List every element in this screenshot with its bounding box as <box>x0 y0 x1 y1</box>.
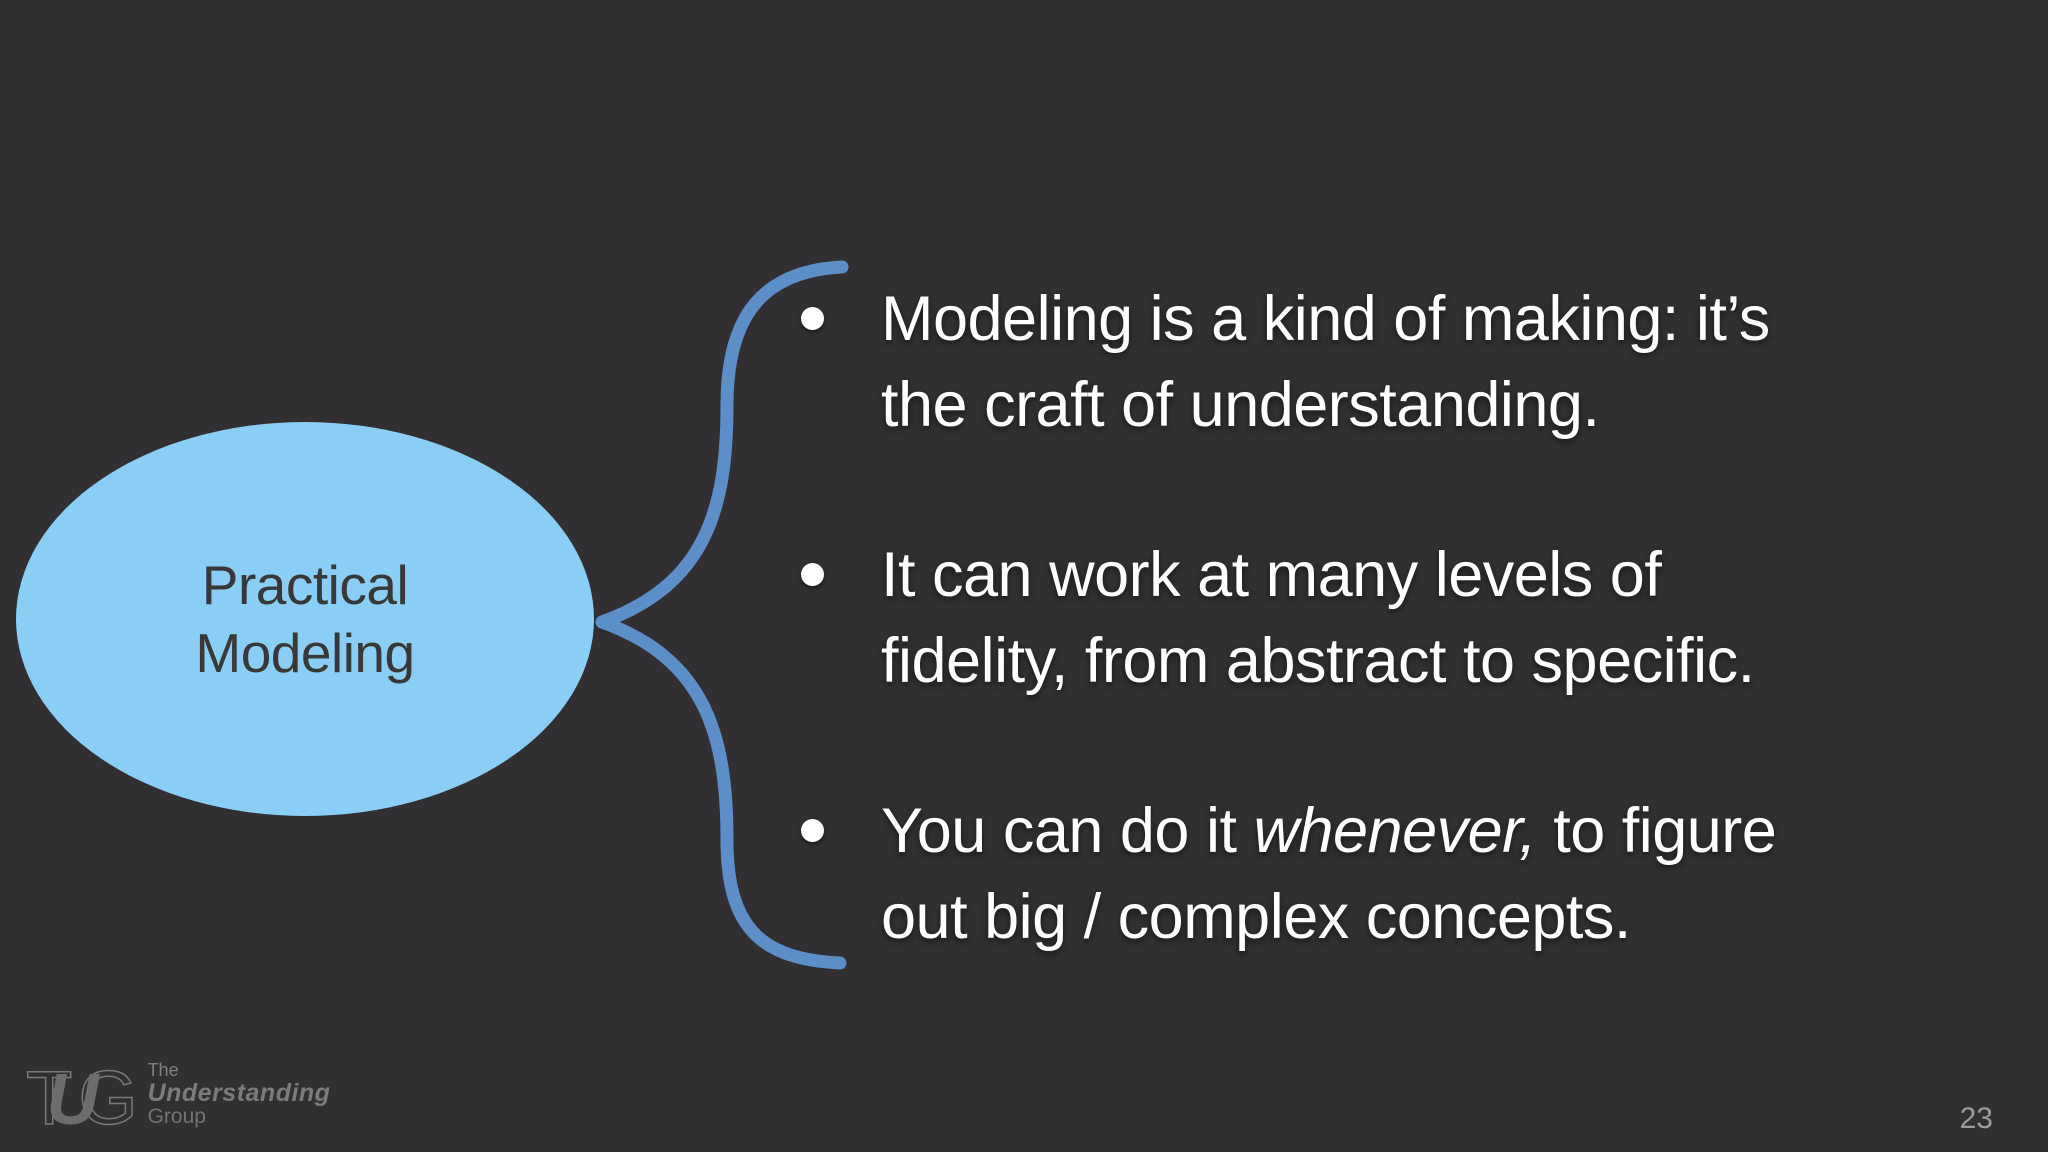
curly-brace-icon <box>595 260 849 970</box>
bubble-label-line-2: Modeling <box>195 622 415 684</box>
bullet-text-line: It can work at many levels of <box>881 540 1662 610</box>
tug-logo: T U G The Understanding Group <box>25 1055 331 1141</box>
bullet-list: Modeling is a kind of making: it’s the c… <box>801 276 2031 960</box>
logo-word-the: The <box>147 1060 179 1080</box>
bullet-icon <box>801 307 824 330</box>
concept-bubble: Practical Modeling <box>16 422 594 816</box>
bullet-icon <box>801 819 824 842</box>
bullet-text-line: fidelity, from abstract to specific. <box>881 626 1755 696</box>
logo-word-understanding: Understanding <box>147 1079 331 1107</box>
page-number: 23 <box>1959 1102 1993 1135</box>
logo-letter-g: G <box>78 1055 139 1141</box>
logo-letter-t: T <box>25 1055 73 1141</box>
bullet-text-line: You can do it whenever, to figure <box>881 796 1777 866</box>
tug-logo-mark: T U G <box>25 1055 139 1141</box>
concept-bubble-label: Practical Modeling <box>195 551 415 687</box>
logo-letter-u: U <box>46 1059 99 1140</box>
bubble-label-line-1: Practical <box>201 554 409 616</box>
tug-logo-wordmark: The Understanding Group <box>148 1061 331 1130</box>
bullet-icon <box>801 563 824 586</box>
bullet-text-line: Modeling is a kind of making: it’s <box>881 284 1770 354</box>
bullet-item: It can work at many levels of fidelity, … <box>801 532 2031 704</box>
bullet-item: Modeling is a kind of making: it’s the c… <box>801 276 2031 448</box>
logo-word-group: Group <box>147 1105 206 1128</box>
bullet-text-line: out big / complex concepts. <box>881 882 1631 952</box>
bullet-item: You can do it whenever, to figure out bi… <box>801 788 2031 960</box>
bullet-text-line: the craft of understanding. <box>881 370 1600 440</box>
